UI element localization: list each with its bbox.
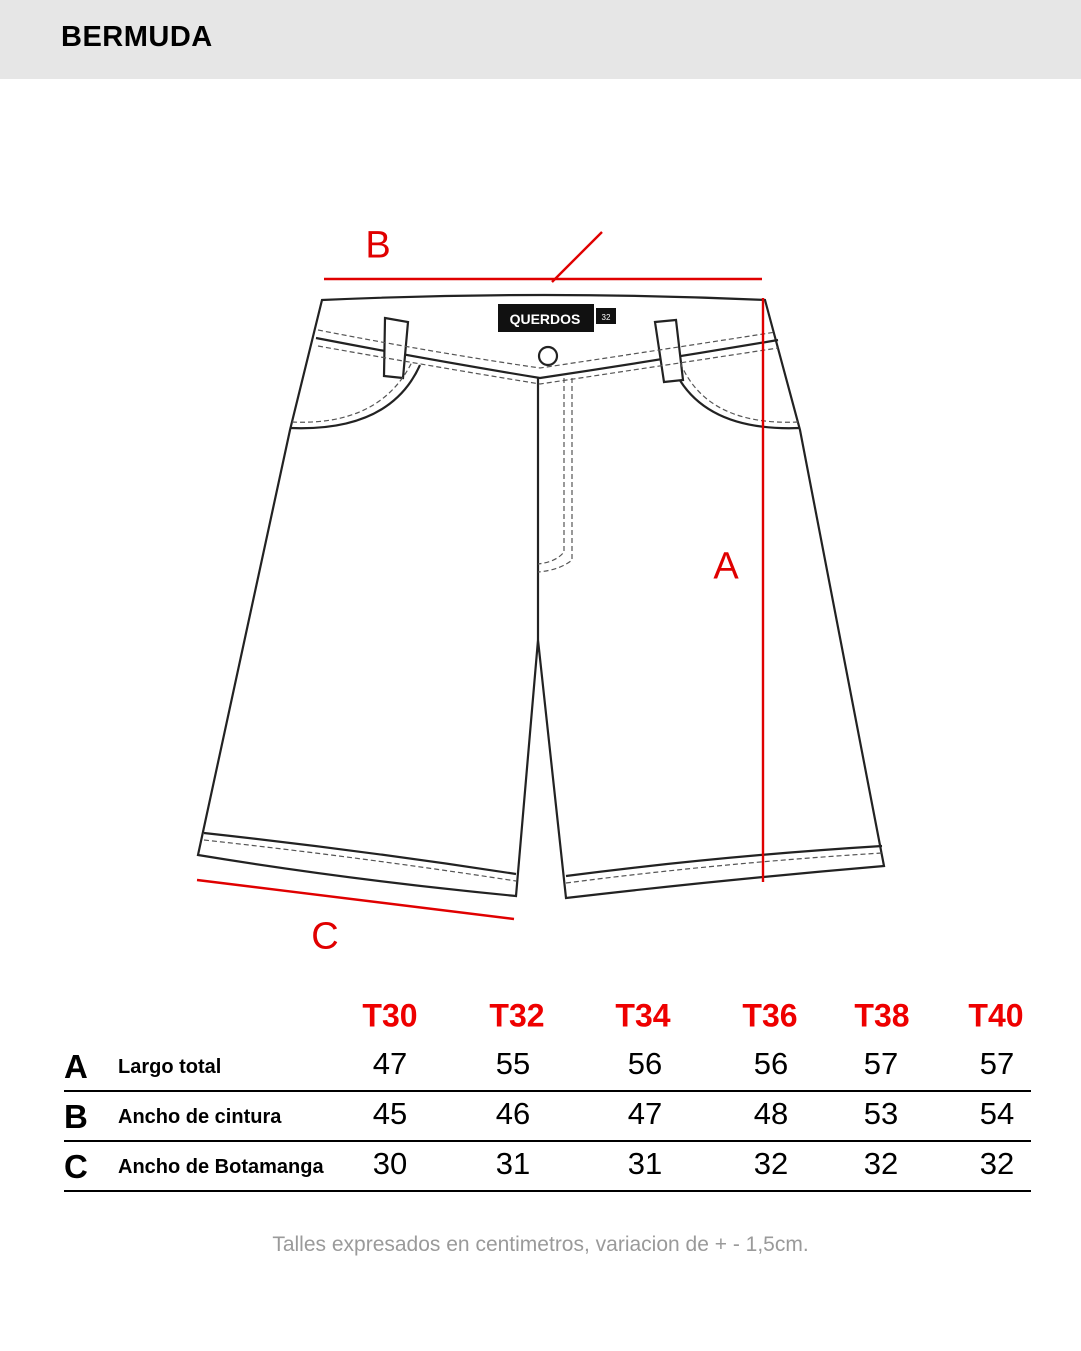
cell: 57 (979, 1046, 1015, 1081)
cell: 31 (627, 1146, 663, 1181)
cell: 56 (627, 1046, 663, 1081)
cell: 31 (495, 1146, 531, 1181)
measure-pointer-b (551, 231, 603, 283)
brand-label: QUERDOS 32 (498, 304, 616, 332)
measure-label-b: B (365, 224, 391, 267)
table-row: A Largo total 47 55 56 56 57 57 (64, 1040, 1031, 1092)
cell: 48 (753, 1096, 789, 1131)
header-bar: BERMUDA (0, 0, 1081, 79)
page-title: BERMUDA (61, 21, 213, 53)
svg-text:32: 32 (602, 313, 611, 322)
size-header: T38 (854, 997, 910, 1034)
size-header: T30 (362, 997, 418, 1034)
cell: 54 (979, 1096, 1015, 1131)
row-letter: C (64, 1148, 88, 1185)
cell: 30 (372, 1146, 408, 1181)
cell: 32 (863, 1146, 899, 1181)
size-header: T32 (489, 997, 545, 1034)
cell: 45 (372, 1096, 408, 1131)
cell: 46 (495, 1096, 531, 1131)
cell: 57 (863, 1046, 899, 1081)
row-letter: B (64, 1098, 88, 1135)
table-row: B Ancho de cintura 45 46 47 48 53 54 (64, 1090, 1031, 1142)
svg-text:QUERDOS: QUERDOS (510, 311, 581, 327)
row-label: Ancho de Botamanga (118, 1156, 324, 1178)
row-label: Ancho de cintura (118, 1106, 282, 1128)
shorts-outline (196, 293, 886, 900)
footnote: Talles expresados en centimetros, variac… (272, 1233, 809, 1256)
size-header: T34 (615, 997, 671, 1034)
measure-lines (196, 231, 765, 921)
row-letter: A (64, 1048, 88, 1085)
cell: 53 (863, 1096, 899, 1131)
size-header: T36 (742, 997, 798, 1034)
cell: 32 (979, 1146, 1015, 1181)
cell: 47 (372, 1046, 408, 1081)
size-header: T40 (968, 997, 1024, 1034)
row-label: Largo total (118, 1056, 222, 1078)
measure-label-c: C (311, 915, 339, 958)
table-row: C Ancho de Botamanga 30 31 31 32 32 32 (64, 1140, 1031, 1192)
cell: 32 (753, 1146, 789, 1181)
measure-line-c (196, 878, 515, 921)
cell: 47 (627, 1096, 663, 1131)
cell: 55 (495, 1046, 531, 1081)
measure-label-a: A (713, 545, 739, 588)
stitching (203, 329, 883, 884)
cell: 56 (753, 1046, 789, 1081)
